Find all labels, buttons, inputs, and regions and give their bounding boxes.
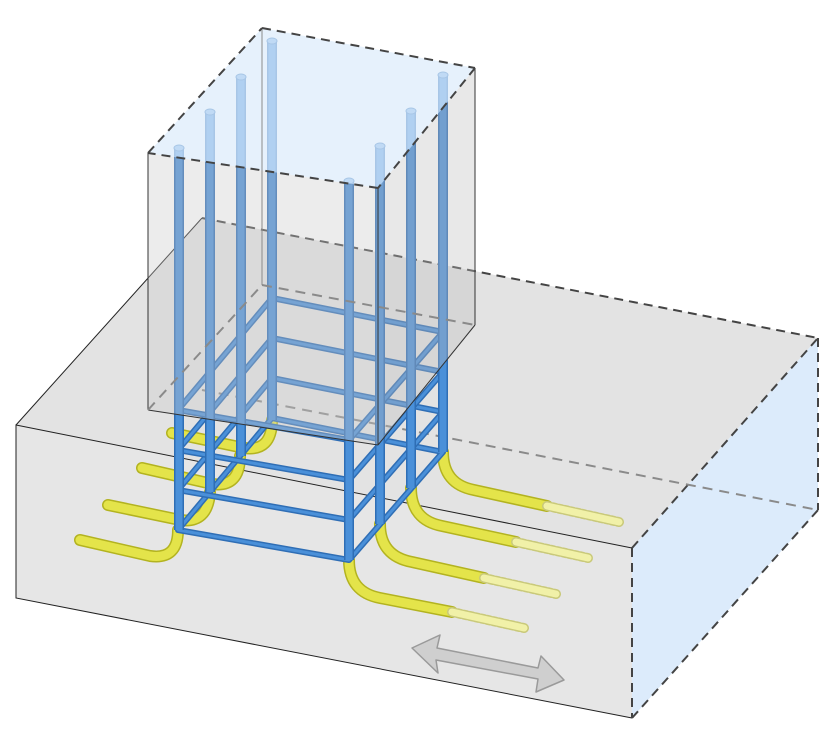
column-hidden-edges <box>147 284 476 411</box>
footing-cut-face <box>632 338 818 718</box>
footing-front-edges <box>15 424 633 719</box>
footing-top-face <box>16 218 818 548</box>
column <box>147 27 476 446</box>
column-front-face <box>148 153 378 445</box>
footing <box>15 217 819 719</box>
footing-back-left-edge <box>15 217 203 426</box>
column-cut-top <box>148 28 475 188</box>
starter-bars-right <box>343 446 553 618</box>
vertical-bars <box>173 37 449 560</box>
footing-cut-edges <box>201 217 819 719</box>
direction-arrow-icon <box>411 634 565 693</box>
starter-bars-continuation <box>447 501 624 633</box>
column-right-face <box>378 68 475 445</box>
footing-front-face <box>16 425 632 718</box>
column-cut-edges <box>147 27 476 189</box>
column-edges <box>147 28 476 446</box>
footing-hidden-edge <box>201 389 819 511</box>
